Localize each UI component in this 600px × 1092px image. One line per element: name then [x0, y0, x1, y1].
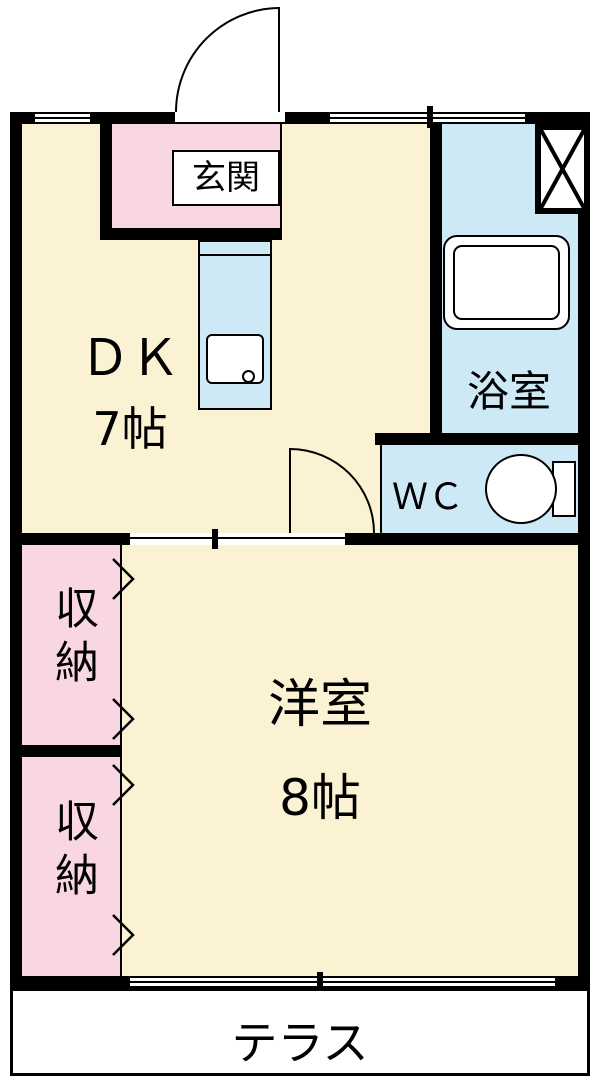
toilet-icon: [485, 454, 580, 524]
terrace-label: テラス: [231, 1016, 369, 1070]
closet-front-line: [120, 757, 122, 976]
wall-tick: [427, 106, 433, 128]
closet-chevron-icon: [110, 762, 136, 812]
closet-chevron-icon: [110, 912, 136, 962]
kitchen-counter-icon: [198, 240, 272, 410]
wall: [100, 228, 282, 240]
wall-tick: [317, 972, 323, 994]
wall-tick: [212, 529, 218, 549]
toilet-bowl: [485, 454, 557, 524]
closet-front-line: [120, 545, 122, 745]
wall: [22, 745, 122, 757]
terrace-area: テラス: [10, 988, 590, 1076]
closet-upper-room: [22, 545, 120, 745]
wall: [100, 124, 112, 240]
wall: [578, 112, 590, 988]
western-room-label: 洋室: [267, 675, 372, 735]
entrance-opening: [175, 112, 285, 124]
bathtub-icon: [443, 235, 570, 330]
wall: [345, 533, 590, 545]
window: [35, 112, 90, 124]
counter-edge-line: [200, 254, 270, 256]
genkan-label: 玄関: [192, 158, 260, 198]
dk-size-label: 7帖: [92, 402, 168, 456]
genkan-label-box: 玄関: [172, 150, 280, 206]
wc-door-leaf: [289, 448, 291, 533]
wall: [280, 124, 282, 240]
bathtub-inner-rim: [453, 245, 560, 320]
closet-upper-label: 収納: [47, 585, 98, 693]
closet-lower-label: 収納: [47, 798, 98, 906]
shaft-x-icon: [535, 124, 590, 214]
closet-chevron-icon: [110, 696, 136, 746]
window: [130, 976, 555, 988]
drain-icon: [242, 370, 255, 383]
bath-label: 浴室: [466, 367, 551, 416]
dk-label: ＤＫ: [80, 329, 180, 387]
western-room-size-label: 8帖: [279, 769, 361, 827]
wall: [10, 533, 130, 545]
wall: [430, 124, 442, 445]
wall: [10, 112, 22, 988]
threshold-line: [130, 537, 345, 539]
wc-label: ＷＣ: [391, 477, 464, 518]
entrance-door-leaf: [278, 7, 280, 112]
wall: [375, 433, 590, 445]
closet-lower-room: [22, 757, 120, 976]
closet-chevron-icon: [110, 556, 136, 606]
entrance-door-arc-icon: [175, 7, 280, 112]
